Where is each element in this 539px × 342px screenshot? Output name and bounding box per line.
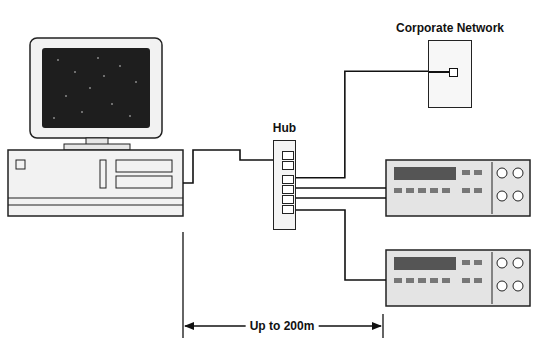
instrument-display (394, 257, 456, 270)
monitor-bezel (30, 38, 162, 138)
computer (8, 38, 183, 216)
instrument-body (386, 160, 530, 216)
computer-case (8, 150, 183, 216)
hub-port (282, 195, 294, 204)
hub-port (282, 151, 294, 160)
instrument (386, 160, 530, 216)
screen-dots (53, 57, 137, 119)
network-cable (296, 71, 428, 178)
hub-port (282, 185, 294, 194)
jack-cable (429, 71, 450, 73)
wall-plate: Corporate Network (428, 40, 472, 108)
hub-box: Hub (273, 140, 296, 230)
drive-bay (116, 176, 172, 188)
dimension-label: Up to 200m (246, 319, 319, 333)
network-jack (449, 68, 458, 77)
power-button (16, 160, 25, 169)
instrument-body (386, 250, 530, 306)
drive-bay (116, 160, 172, 172)
instrument-display (394, 167, 456, 180)
floppy-slot (100, 160, 106, 188)
hub-port (282, 175, 294, 184)
node-heading: Hub (273, 121, 296, 135)
case-line (8, 198, 183, 199)
instrument (386, 250, 530, 306)
monitor-foot (64, 144, 130, 150)
node-heading: Corporate Network (396, 21, 504, 35)
monitor-screen (42, 48, 150, 128)
case-line (8, 205, 183, 206)
hub-port (282, 205, 294, 214)
hub-port (282, 161, 294, 170)
dimension (183, 232, 383, 338)
